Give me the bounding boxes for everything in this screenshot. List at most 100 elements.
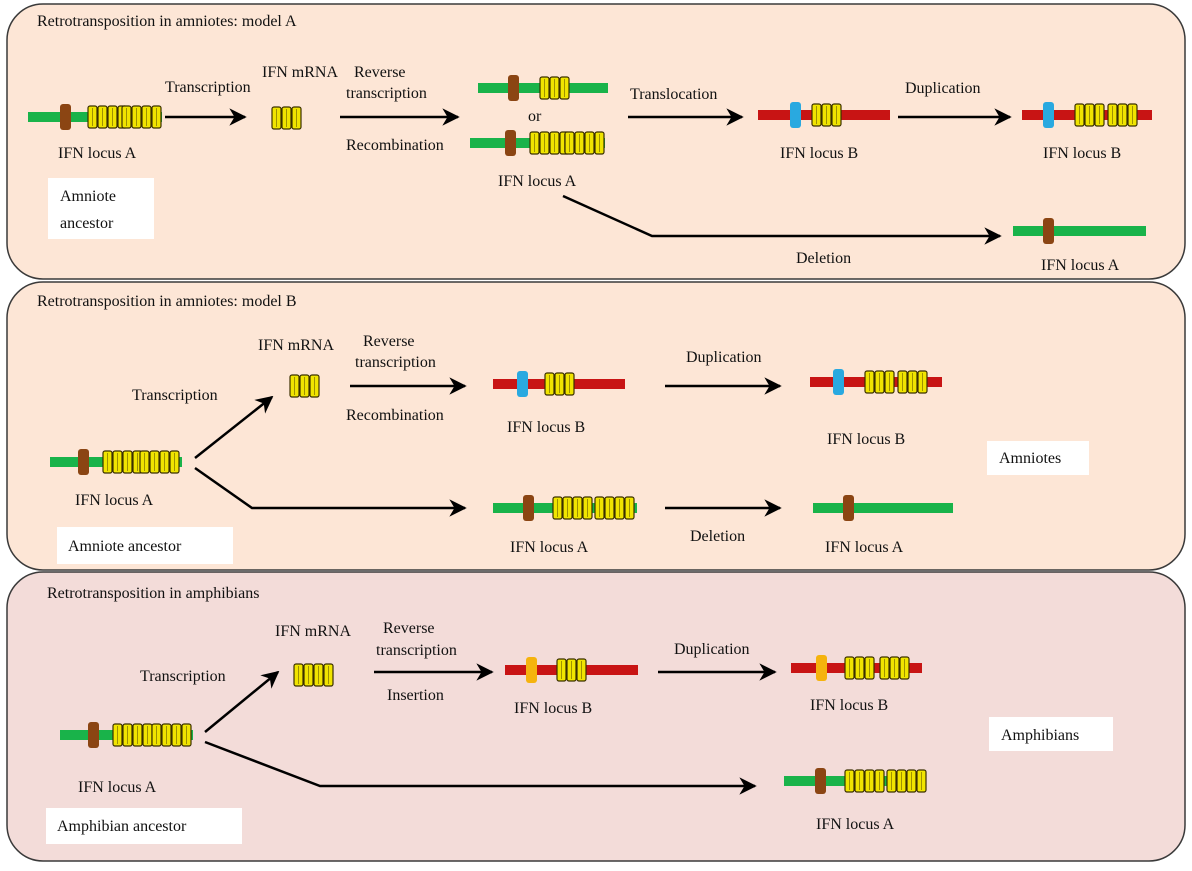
label-deletion: Deletion <box>796 250 851 267</box>
locus-marker <box>833 369 844 395</box>
exon-cluster <box>544 372 575 396</box>
amniote-ancestor-label-2: ancestor <box>60 215 114 232</box>
label-duplication: Duplication <box>905 80 981 97</box>
label-ifn-locus-a-b: IFN locus A <box>75 492 154 509</box>
locus-marker <box>505 130 516 156</box>
exon-cluster <box>529 131 570 155</box>
label-ifn-mrna-amph: IFN mRNA <box>275 623 351 640</box>
chromosome-locus-a-amph <box>60 722 193 748</box>
label-reverse-amph: Reverse <box>383 620 435 637</box>
amphibians-label: Amphibians <box>1001 727 1079 744</box>
amphibian-ancestor-box <box>46 808 242 844</box>
locus-marker <box>526 657 537 683</box>
label-ifn-locus-a-amph2: IFN locus A <box>816 816 895 833</box>
chromosome-bar <box>1013 226 1146 236</box>
exon-cluster <box>87 105 128 129</box>
label-ifn-locus-b-amph2: IFN locus B <box>810 697 888 714</box>
exon-cluster <box>886 769 927 793</box>
chromosome-locus-a-deleted <box>1013 218 1146 244</box>
label-reverse-b: Reverse <box>363 333 415 350</box>
amphibian-ancestor-label: Amphibian ancestor <box>57 818 187 835</box>
label-recombination-b: Recombination <box>346 407 444 424</box>
exon-cluster <box>564 131 605 155</box>
locus-marker <box>60 104 71 130</box>
label-ifn-locus-a-2: IFN locus A <box>498 173 577 190</box>
exon-cluster <box>844 769 885 793</box>
amniote-ancestor-box <box>48 178 154 239</box>
exon-cluster <box>811 103 842 127</box>
chromosome-locus-b-b1 <box>493 371 625 397</box>
label-reverse-transcription: transcription <box>346 85 427 102</box>
label-ifn-locus-a-amph: IFN locus A <box>78 779 157 796</box>
locus-marker <box>815 768 826 794</box>
amniote-ancestor-label-1: Amniote <box>60 188 116 205</box>
exon-cluster <box>594 496 635 520</box>
locus-marker <box>843 495 854 521</box>
exon-cluster <box>879 656 910 680</box>
arrow-transcription-amph <box>204 670 280 733</box>
chromosome-bar <box>813 503 953 513</box>
locus-marker <box>1043 218 1054 244</box>
chromosome-locus-a-ancestor <box>28 104 162 130</box>
arrow-transcription-b <box>194 395 274 459</box>
amphibians-box <box>989 717 1113 751</box>
panel-model-b-title: Retrotransposition in amniotes: model B <box>37 293 297 310</box>
panel-amphibians: Retrotransposition in amphibians IFN loc… <box>6 571 1186 862</box>
amniote-ancestor-label-b: Amniote ancestor <box>68 538 182 555</box>
panel-model-b-bg <box>6 281 1186 571</box>
label-ifn-locus-b-1: IFN locus B <box>780 145 858 162</box>
chromosome-locus-b-b2 <box>810 369 942 395</box>
label-transcription-b: Transcription <box>132 387 218 404</box>
exon-cluster <box>897 370 928 394</box>
label-ifn-locus-b-2: IFN locus B <box>1043 145 1121 162</box>
panel-model-a-title: Retrotransposition in amniotes: model A <box>37 13 297 30</box>
locus-marker <box>1043 102 1054 128</box>
label-transcription-amph: Transcription <box>140 668 226 685</box>
locus-marker <box>517 371 528 397</box>
exon-cluster <box>151 723 192 747</box>
label-ifn-locus-a-b2: IFN locus A <box>510 539 589 556</box>
panel-amphibians-title: Retrotransposition in amphibians <box>47 585 259 602</box>
exon-cluster <box>844 656 875 680</box>
label-ifn-mrna-b: IFN mRNA <box>258 337 334 354</box>
locus-marker <box>816 655 827 681</box>
chromosome-locus-b-1 <box>758 102 890 128</box>
panel-model-b: Retrotransposition in amniotes: model B … <box>6 281 1186 571</box>
label-or: or <box>528 108 542 125</box>
label-duplication-b: Duplication <box>686 349 762 366</box>
mrna-exons-b <box>289 374 320 398</box>
exon-cluster <box>102 450 143 474</box>
exon-cluster <box>1107 103 1138 127</box>
label-deletion-b: Deletion <box>690 528 745 545</box>
exon-cluster <box>556 658 587 682</box>
exon-cluster <box>271 106 302 130</box>
exon-cluster <box>864 370 895 394</box>
exon-cluster <box>552 496 593 520</box>
chromosome-recombinant-1 <box>478 75 608 101</box>
label-ifn-locus-a: IFN locus A <box>58 145 137 162</box>
chromosome-locus-a-amph2 <box>784 768 927 794</box>
locus-marker <box>88 722 99 748</box>
chromosome-locus-a-b3 <box>813 495 953 521</box>
chromosome-locus-a-b2 <box>493 495 637 521</box>
exon-cluster <box>539 76 570 100</box>
amniote-ancestor-box-b <box>57 527 233 564</box>
amniotes-box <box>987 441 1089 475</box>
label-ifn-locus-b-b2: IFN locus B <box>827 431 905 448</box>
amniotes-label: Amniotes <box>999 450 1061 467</box>
label-reverse-transcription-amph: transcription <box>376 642 457 659</box>
locus-marker <box>508 75 519 101</box>
arrow-deletion <box>562 194 1002 245</box>
chromosome-locus-b-amph1 <box>505 657 638 683</box>
label-ifn-locus-b-amph1: IFN locus B <box>514 700 592 717</box>
label-translocation: Translocation <box>630 86 717 103</box>
chromosome-locus-b-amph2 <box>791 655 922 681</box>
arrow-lower-branch-b <box>194 466 467 517</box>
chromosome-locus-b-2 <box>1022 102 1152 128</box>
label-insertion: Insertion <box>387 687 444 704</box>
locus-marker <box>790 102 801 128</box>
locus-marker <box>523 495 534 521</box>
label-reverse-transcription-b: transcription <box>355 354 436 371</box>
arrow-lower-branch-amph <box>204 740 757 795</box>
